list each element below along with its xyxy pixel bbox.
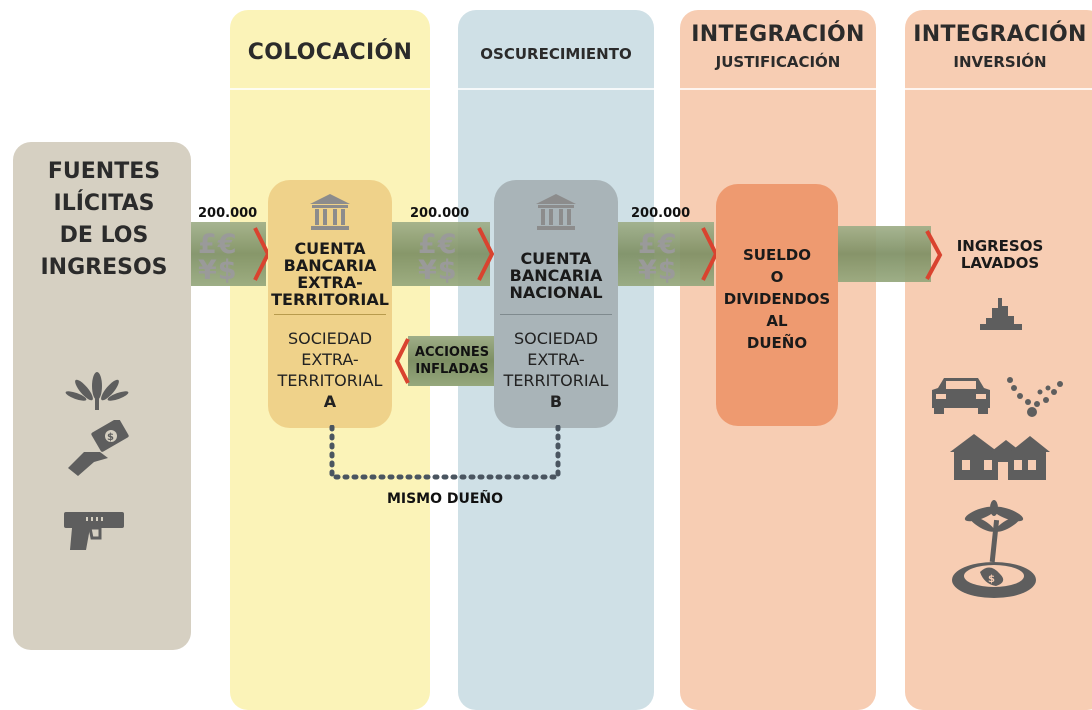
card-a-company-label: SOCIEDAD EXTRA- TERRITORIAL A <box>268 328 392 412</box>
card-b-company-line: SOCIEDAD <box>513 329 599 348</box>
fuentes-title-line: DE LOS <box>59 223 149 248</box>
fuentes-title: FUENTES ILÍCITAS DE LOS INGRESOS <box>30 156 178 284</box>
money-hand-icon: $ <box>68 420 129 476</box>
chevron-right-icon <box>477 227 495 281</box>
chevron-right-icon <box>925 230 943 280</box>
laundered-line: INGRESOS <box>956 237 1044 255</box>
chevron-left-icon <box>394 338 410 384</box>
fuentes-title-line: FUENTES <box>47 159 161 184</box>
bank-building-icon <box>536 194 576 230</box>
integracion-inversion-title: INTEGRACIÓN <box>913 22 1087 47</box>
svg-text:$: $ <box>988 574 995 585</box>
salary-line: AL <box>766 312 788 330</box>
cannabis-leaf-icon <box>65 372 129 410</box>
same-owner-label: MISMO DUEÑO <box>386 491 504 507</box>
flow-band-1 <box>191 222 266 286</box>
card-a-account-line: TERRITORIAL <box>271 290 389 309</box>
card-offshore-account-a: CUENTA BANCARIA EXTRA- TERRITORIAL SOCIE… <box>268 180 392 428</box>
currency-top: £€ <box>198 229 238 260</box>
card-salary-dividends: SUELDO O DIVIDENDOS AL DUEÑO <box>716 184 838 426</box>
flow-amount: 200.000 <box>631 206 691 221</box>
card-a-company-line: EXTRA- <box>301 350 359 369</box>
house-icon <box>950 434 1050 480</box>
salary-line: O <box>770 268 784 286</box>
bank-building-icon <box>310 194 350 230</box>
flow-band-out <box>836 226 931 282</box>
island-icon: $ <box>952 500 1036 598</box>
card-b-company-label: SOCIEDAD EXTRA- TERRITORIAL B <box>494 328 618 412</box>
svg-text:$: $ <box>107 432 114 443</box>
card-b-account-label: CUENTA BANCARIA NACIONAL <box>494 250 618 301</box>
currency-bottom: ¥$ <box>638 255 678 286</box>
jewelry-icon <box>1007 377 1063 417</box>
car-icon <box>932 378 990 414</box>
currency-symbols: £€ ¥$ <box>638 229 678 286</box>
card-a-letter: A <box>323 392 337 411</box>
integracion-inversion-subtitle: INVERSIÓN <box>953 53 1047 71</box>
integracion-inversion-column <box>905 10 1092 710</box>
card-b-company-line: TERRITORIAL <box>503 371 609 390</box>
currency-symbols: £€ ¥$ <box>198 229 238 286</box>
card-national-account-b: CUENTA BANCARIA NACIONAL SOCIEDAD EXTRA-… <box>494 180 618 428</box>
colocacion-title: COLOCACIÓN <box>247 40 413 65</box>
salary-line: SUELDO <box>743 246 811 264</box>
card-a-account-label: CUENTA BANCARIA EXTRA- TERRITORIAL <box>268 240 392 308</box>
back-flow-line: INFLADAS <box>415 362 489 377</box>
laundered-income-label: INGRESOS LAVADOS <box>945 238 1055 272</box>
currency-symbols: £€ ¥$ <box>418 229 458 286</box>
pistol-icon <box>64 512 124 550</box>
fuentes-title-line: INGRESOS <box>40 255 168 280</box>
back-flow-line: ACCIONES <box>414 345 490 360</box>
card-a-account-line: EXTRA- <box>297 273 363 292</box>
card-b-account-line: CUENTA <box>520 249 592 268</box>
laundered-line: LAVADOS <box>960 254 1040 272</box>
flow-amount: 200.000 <box>410 206 470 221</box>
currency-bottom: ¥$ <box>418 255 458 286</box>
integracion-justificacion-subtitle: JUSTIFICACIÓN <box>715 53 841 71</box>
flow-band-2 <box>390 222 490 286</box>
card-a-company-line: SOCIEDAD <box>287 329 373 348</box>
integracion-justificacion-title: INTEGRACIÓN <box>691 22 865 47</box>
salary-label: SUELDO O DIVIDENDOS AL DUEÑO <box>716 244 838 354</box>
card-divider <box>274 314 386 315</box>
flow-amount: 200.000 <box>198 206 258 221</box>
fuentes-title-line: ILÍCITAS <box>53 191 155 216</box>
back-flow-band <box>408 336 494 386</box>
card-b-account-line: BANCARIA <box>509 266 603 285</box>
card-a-account-line: CUENTA <box>294 239 366 258</box>
salary-line: DIVIDENDOS <box>723 290 831 308</box>
oscurecimiento-title: OSCURECIMIENTO <box>480 45 632 63</box>
back-flow-label: ACCIONES INFLADAS <box>410 344 494 378</box>
card-a-account-line: BANCARIA <box>283 256 377 275</box>
header-divider <box>230 88 1092 90</box>
currency-bottom: ¥$ <box>198 255 238 286</box>
card-b-account-line: NACIONAL <box>509 283 603 302</box>
salary-line: DUEÑO <box>746 334 808 352</box>
card-a-company-line: TERRITORIAL <box>277 371 383 390</box>
city-skyline-icon <box>980 298 1022 330</box>
same-owner-connector <box>329 425 561 480</box>
currency-top: £€ <box>638 229 678 260</box>
card-b-company-line: EXTRA- <box>527 350 585 369</box>
card-divider <box>500 314 612 315</box>
card-b-letter: B <box>549 392 563 411</box>
flow-band-3 <box>618 222 714 286</box>
currency-top: £€ <box>418 229 458 260</box>
